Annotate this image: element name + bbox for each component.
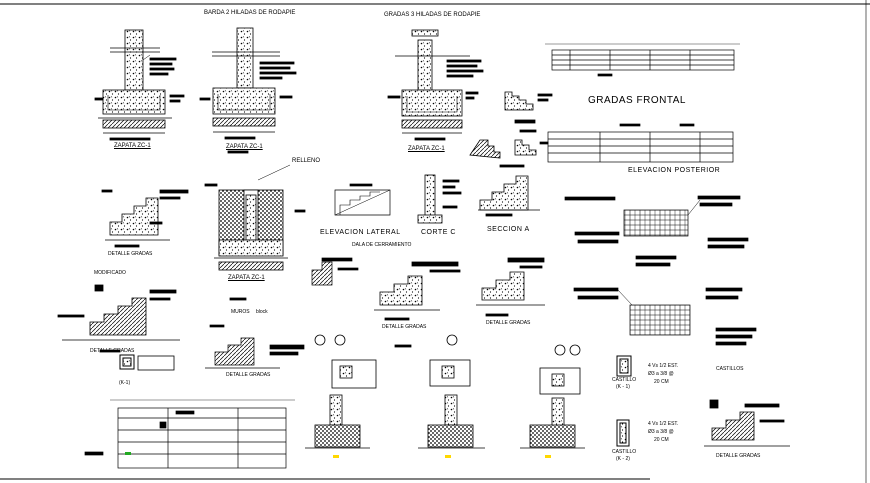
- elevacion-posterior-drawing: [539, 123, 734, 163]
- detalle-gradas-bottom-right: [704, 399, 790, 447]
- zapata-label-3: ZAPATA ZC-1: [408, 146, 445, 152]
- detalle-gradas-label-5: DETALLE GRADAS: [486, 320, 531, 326]
- castillo-spec-1-line2: Ø3 a 3/8 @: [648, 371, 674, 377]
- seccion-a-drawing: [478, 164, 540, 217]
- zapata-detail-3: [387, 29, 484, 141]
- detalle-gradas-label-2: DETALLE GRADAS: [90, 348, 135, 354]
- modificado-label: MODIFICADO: [94, 270, 126, 276]
- detalle-gradas-label-6: DETALLE GRADAS: [716, 453, 761, 459]
- zapata-relleno-detail: [204, 164, 306, 301]
- corte-c-title: CORTE C: [421, 229, 456, 236]
- castillo-k1-small: [119, 354, 175, 371]
- corte-c-drawing: [417, 174, 462, 224]
- zapata-label-1: ZAPATA ZC-1: [114, 143, 151, 149]
- title-barda: BARDA 2 HILADAS DE RODAPIE: [204, 10, 296, 16]
- castillo-label-2: CASTILLO: [612, 449, 637, 455]
- dala-label: DALA DE CERRAMIENTO: [352, 242, 412, 248]
- zapata-label-2: ZAPATA ZC-1: [226, 144, 263, 150]
- detalle-gradas-label-4: DETALLE GRADAS: [382, 324, 427, 330]
- castillo-small-code: (K-1): [119, 380, 131, 386]
- detalle-gradas-label-3: DETALLE GRADAS: [226, 372, 271, 378]
- castillo-spec-1-line1: 4 Vs 1/2 EST.: [648, 363, 679, 369]
- elevacion-lateral-title: ELEVACION LATERAL: [320, 229, 401, 236]
- relleno-label: RELLENO: [292, 158, 321, 164]
- castillo-code-2: (K - 2): [616, 456, 630, 462]
- castillos-title: CASTILLOS: [716, 366, 744, 372]
- castillo-spec-2-line2: Ø3 a 3/8 @: [648, 429, 674, 435]
- stair-detail-small-1: [469, 91, 553, 159]
- elevacion-posterior-title: ELEVACION POSTERIOR: [628, 167, 721, 174]
- castillo-label-1: CASTILLO: [612, 377, 637, 383]
- castillo-spec-2-line1: 4 Vs 1/2 EST.: [648, 421, 679, 427]
- castillos-detail-blocks: [564, 195, 757, 346]
- castillo-code-1: (K - 1): [616, 384, 630, 390]
- bottom-left-elevation: [84, 399, 295, 469]
- zapata-detail-1: [94, 29, 185, 141]
- detalle-gradas-modificado: [57, 284, 180, 353]
- muros-sub-label: block: [256, 309, 268, 315]
- detalle-gradas-center: [374, 261, 461, 321]
- detalle-gradas-center-right: [476, 257, 545, 317]
- castillo-spec-2-line3: 20 CM: [654, 437, 669, 443]
- castillo-k1-k2: [616, 355, 632, 447]
- elevacion-lateral-drawing: [334, 183, 391, 216]
- zapata-label-4: ZAPATA ZC-1: [228, 275, 265, 281]
- title-gradas: GRADAS 3 HILADAS DE RODAPIE: [384, 12, 481, 18]
- column-foundation-detail-3: [520, 344, 585, 458]
- castillo-spec-1-line3: 20 CM: [654, 379, 669, 385]
- detalle-gradas-left: [101, 189, 189, 248]
- muros-block-detail: [205, 324, 305, 369]
- muros-label: MUROS: [231, 309, 250, 315]
- gradas-frontal-title: GRADAS FRONTAL: [588, 95, 686, 106]
- zapata-detail-2: [199, 27, 297, 154]
- column-foundation-detail-2: [394, 334, 485, 458]
- detalle-gradas-center-left: [311, 257, 359, 286]
- gradas-elevation-top: [545, 43, 740, 77]
- detalle-gradas-label-1: DETALLE GRADAS: [108, 251, 153, 257]
- column-foundation-detail-1: [305, 334, 377, 458]
- seccion-a-title: SECCION A: [487, 226, 530, 233]
